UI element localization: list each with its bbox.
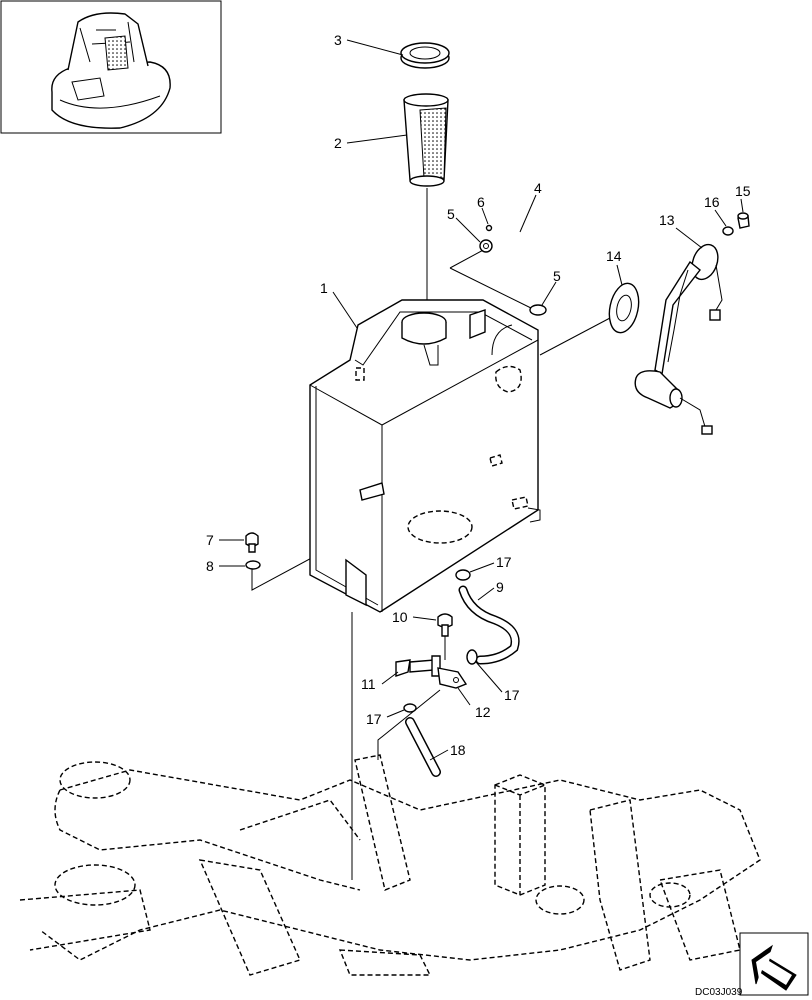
assembly-lines: [251, 188, 611, 880]
callout-1: 1: [320, 280, 328, 296]
callout-18: 18: [450, 742, 466, 758]
cap-ring-part: [400, 42, 450, 69]
drain-valve-part: [395, 655, 468, 689]
machine-thumbnail: [51, 12, 171, 129]
callout-8: 8: [206, 558, 214, 574]
callout-17-upper: 17: [496, 554, 512, 570]
callout-labels: 3 2 4 6 5 5 14 13 16 15 1 7 8 17 9 10 11…: [206, 32, 751, 758]
gasket-part: [608, 282, 640, 334]
fuel-sender-part: [634, 243, 723, 435]
callout-13: 13: [659, 212, 675, 228]
strainer-part: [403, 93, 449, 187]
direction-arrow-icon: [751, 944, 797, 991]
callout-14: 14: [606, 248, 622, 264]
callout-4: 4: [534, 180, 542, 196]
vent-hose-part: [503, 231, 537, 303]
callout-16: 16: [704, 194, 720, 210]
screw-part: [722, 212, 750, 236]
callout-17-right: 17: [504, 687, 520, 703]
locator-inset: [0, 0, 222, 134]
callout-6: 6: [477, 194, 485, 210]
fuel-tank-part: [309, 299, 541, 613]
callout-9: 9: [496, 579, 504, 595]
callout-5-lower: 5: [553, 268, 561, 284]
callout-5-upper: 5: [447, 206, 455, 222]
callout-10: 10: [392, 609, 408, 625]
valve-bolt-part: [437, 613, 453, 637]
view-arrow-box: [739, 932, 809, 996]
callout-15: 15: [735, 183, 751, 199]
frame-outline-dashed: [19, 754, 761, 976]
callout-12: 12: [475, 704, 491, 720]
callout-7: 7: [206, 532, 214, 548]
callout-leaders: [219, 39, 744, 761]
callout-3: 3: [334, 32, 342, 48]
callout-11: 11: [361, 676, 376, 692]
callout-2: 2: [334, 135, 342, 151]
callout-17-left: 17: [366, 711, 382, 727]
drain-tube-part: [405, 717, 441, 777]
mount-bolt-part: [245, 532, 261, 570]
drawing-code: DC03J039: [695, 987, 743, 998]
drain-hose-part: [458, 585, 520, 665]
hose-clamp-part: [479, 224, 547, 316]
clamp-part: [403, 569, 478, 713]
